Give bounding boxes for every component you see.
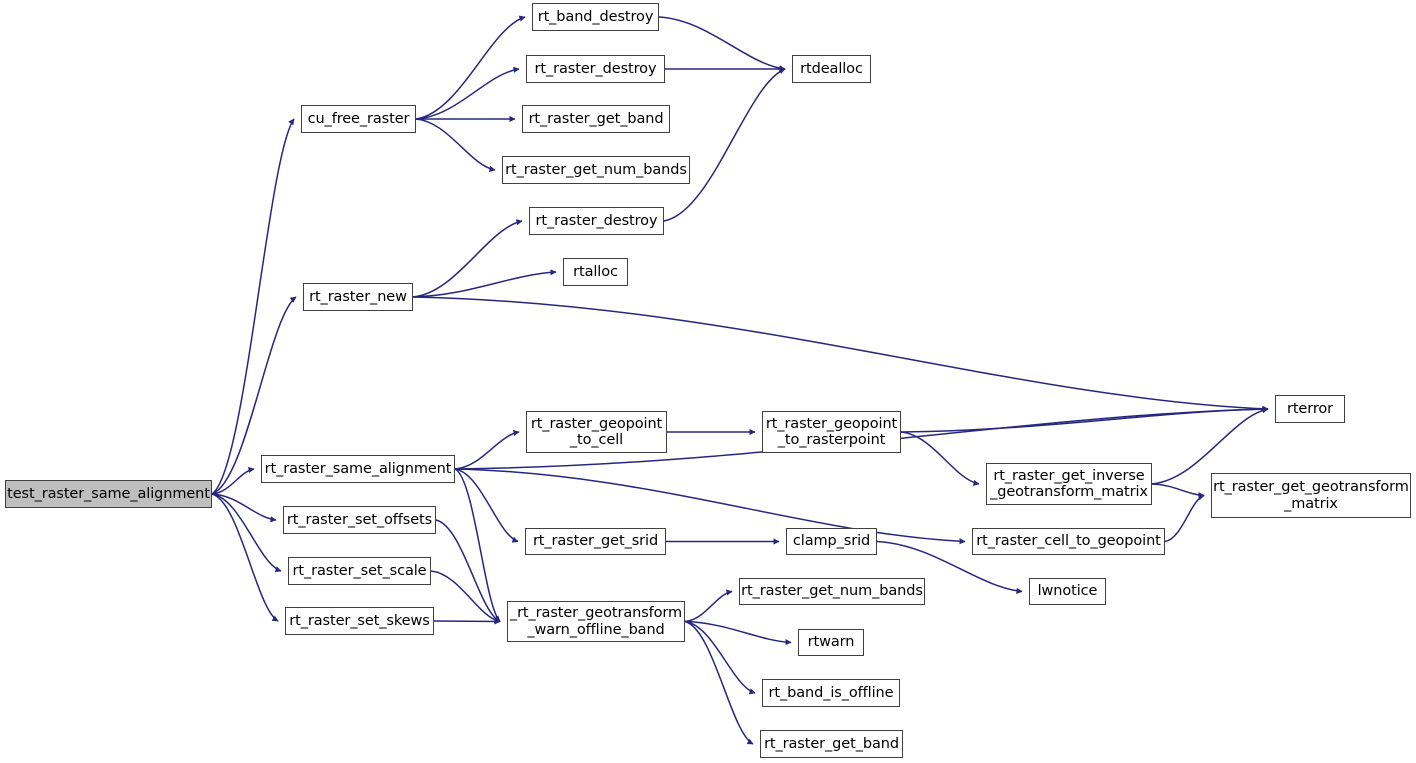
edge-rt_raster_set_offsets-to-geotransform_warn xyxy=(435,519,501,623)
edge-rt_raster_geopoint_to_rp-to-rterror xyxy=(900,406,1269,433)
edge-cu_free_raster-to-rt_raster_destroy_top xyxy=(415,66,520,120)
edge-geotransform_warn-to-rt_band_is_offline xyxy=(684,620,756,695)
edge-rt_raster_new-to-rt_raster_destroy_mid xyxy=(412,219,523,298)
node-rt_raster_get_band_top[interactable]: rt_raster_get_band xyxy=(522,105,670,133)
node-rt_raster_geopoint_to_cell[interactable]: rt_raster_geopoint _to_cell xyxy=(526,411,667,453)
node-rt_raster_cell_to_geopoint[interactable]: rt_raster_cell_to_geopoint xyxy=(972,528,1165,555)
edge-rt_raster_set_skews-to-geotransform_warn xyxy=(433,618,501,625)
edge-geotransform_warn-to-rt_raster_get_band_bot xyxy=(684,620,754,745)
node-rt_raster_set_skews[interactable]: rt_raster_set_skews xyxy=(285,607,434,635)
node-rt_raster_get_srid[interactable]: rt_raster_get_srid xyxy=(525,528,666,555)
edge-cu_free_raster-to-rt_raster_get_num_bands_top xyxy=(415,118,496,172)
node-lwnotice[interactable]: lwnotice xyxy=(1029,578,1106,605)
node-rt_raster_get_num_bands_top[interactable]: rt_raster_get_num_bands xyxy=(502,156,690,184)
node-rt_band_is_offline[interactable]: rt_band_is_offline xyxy=(762,679,900,707)
edge-rt_raster_same_alignment-to-rt_raster_get_srid xyxy=(454,468,519,543)
edge-rt_raster_same_alignment-to-rt_raster_geopoint_to_cell xyxy=(454,429,520,470)
edge-rt_raster_set_scale-to-geotransform_warn xyxy=(430,570,501,624)
edge-rt_raster_cell_to_geopoint-to-rt_raster_get_gt_matrix xyxy=(1164,494,1205,543)
node-rt_band_destroy[interactable]: rt_band_destroy xyxy=(532,3,659,31)
node-rtalloc[interactable]: rtalloc xyxy=(563,258,628,286)
node-rtdealloc[interactable]: rtdealloc xyxy=(792,55,871,83)
edge-geotransform_warn-to-rtwarn xyxy=(684,620,792,646)
edge-rt_raster_get_inverse_gt-to-rt_raster_get_gt_matrix xyxy=(1151,483,1205,499)
edge-rt_raster_new-to-rterror xyxy=(412,296,1269,412)
edge-rt_raster_destroy_mid-to-rtdealloc xyxy=(663,68,786,222)
edge-cu_free_raster-to-rt_band_destroy xyxy=(415,15,526,120)
edge-rt_raster_get_inverse_gt-to-rterror xyxy=(1151,407,1269,485)
edge-geotransform_warn-to-rt_raster_get_num_bands_bot xyxy=(684,589,733,623)
node-rt_raster_get_inverse_gt[interactable]: rt_raster_get_inverse _geotransform_matr… xyxy=(986,463,1152,505)
edge-clamp_srid-to-lwnotice xyxy=(876,540,1023,594)
edge-test_raster_same_alignment-to-rt_raster_set_offsets xyxy=(211,493,277,523)
node-clamp_srid[interactable]: clamp_srid xyxy=(786,528,877,555)
edge-test_raster_same_alignment-to-cu_free_raster xyxy=(211,118,295,495)
edge-test_raster_same_alignment-to-rt_raster_new xyxy=(211,296,297,495)
edge-rt_raster_geopoint_to_rp-to-rt_raster_get_inverse_gt xyxy=(900,431,980,486)
edge-rt_band_destroy-to-rtdealloc xyxy=(658,16,786,72)
node-rt_raster_get_band_bot[interactable]: rt_raster_get_band xyxy=(760,730,903,758)
edge-test_raster_same_alignment-to-rt_raster_set_scale xyxy=(211,493,282,573)
node-rt_raster_get_num_bands_bot[interactable]: rt_raster_get_num_bands xyxy=(739,578,925,605)
node-cu_free_raster[interactable]: cu_free_raster xyxy=(301,105,416,133)
node-rt_raster_destroy_mid[interactable]: rt_raster_destroy xyxy=(529,207,664,235)
node-rt_raster_get_gt_matrix[interactable]: rt_raster_get_geotransform _matrix xyxy=(1211,473,1411,518)
edge-rt_raster_same_alignment-to-rt_raster_cell_to_geopoint xyxy=(454,468,966,545)
node-rt_raster_geopoint_to_rp[interactable]: rt_raster_geopoint _to_rasterpoint xyxy=(762,411,901,453)
node-rt_raster_same_alignment[interactable]: rt_raster_same_alignment xyxy=(261,455,455,483)
node-rterror[interactable]: rterror xyxy=(1275,395,1345,423)
node-rt_raster_new[interactable]: rt_raster_new xyxy=(303,283,413,311)
node-rtwarn[interactable]: rtwarn xyxy=(798,629,864,656)
edge-rt_raster_new-to-rtalloc xyxy=(412,269,557,298)
edge-test_raster_same_alignment-to-rt_raster_set_skews xyxy=(211,493,279,622)
node-test_raster_same_alignment[interactable]: test_raster_same_alignment xyxy=(5,480,212,508)
node-rt_raster_set_scale[interactable]: rt_raster_set_scale xyxy=(288,557,431,585)
node-rt_raster_destroy_top[interactable]: rt_raster_destroy xyxy=(526,55,665,83)
node-geotransform_warn[interactable]: _rt_raster_geotransform _warn_offline_ba… xyxy=(507,601,685,642)
edge-test_raster_same_alignment-to-rt_raster_same_alignment xyxy=(211,466,255,495)
node-rt_raster_set_offsets[interactable]: rt_raster_set_offsets xyxy=(283,506,436,534)
edge-rt_raster_same_alignment-to-geotransform_warn xyxy=(454,468,501,623)
